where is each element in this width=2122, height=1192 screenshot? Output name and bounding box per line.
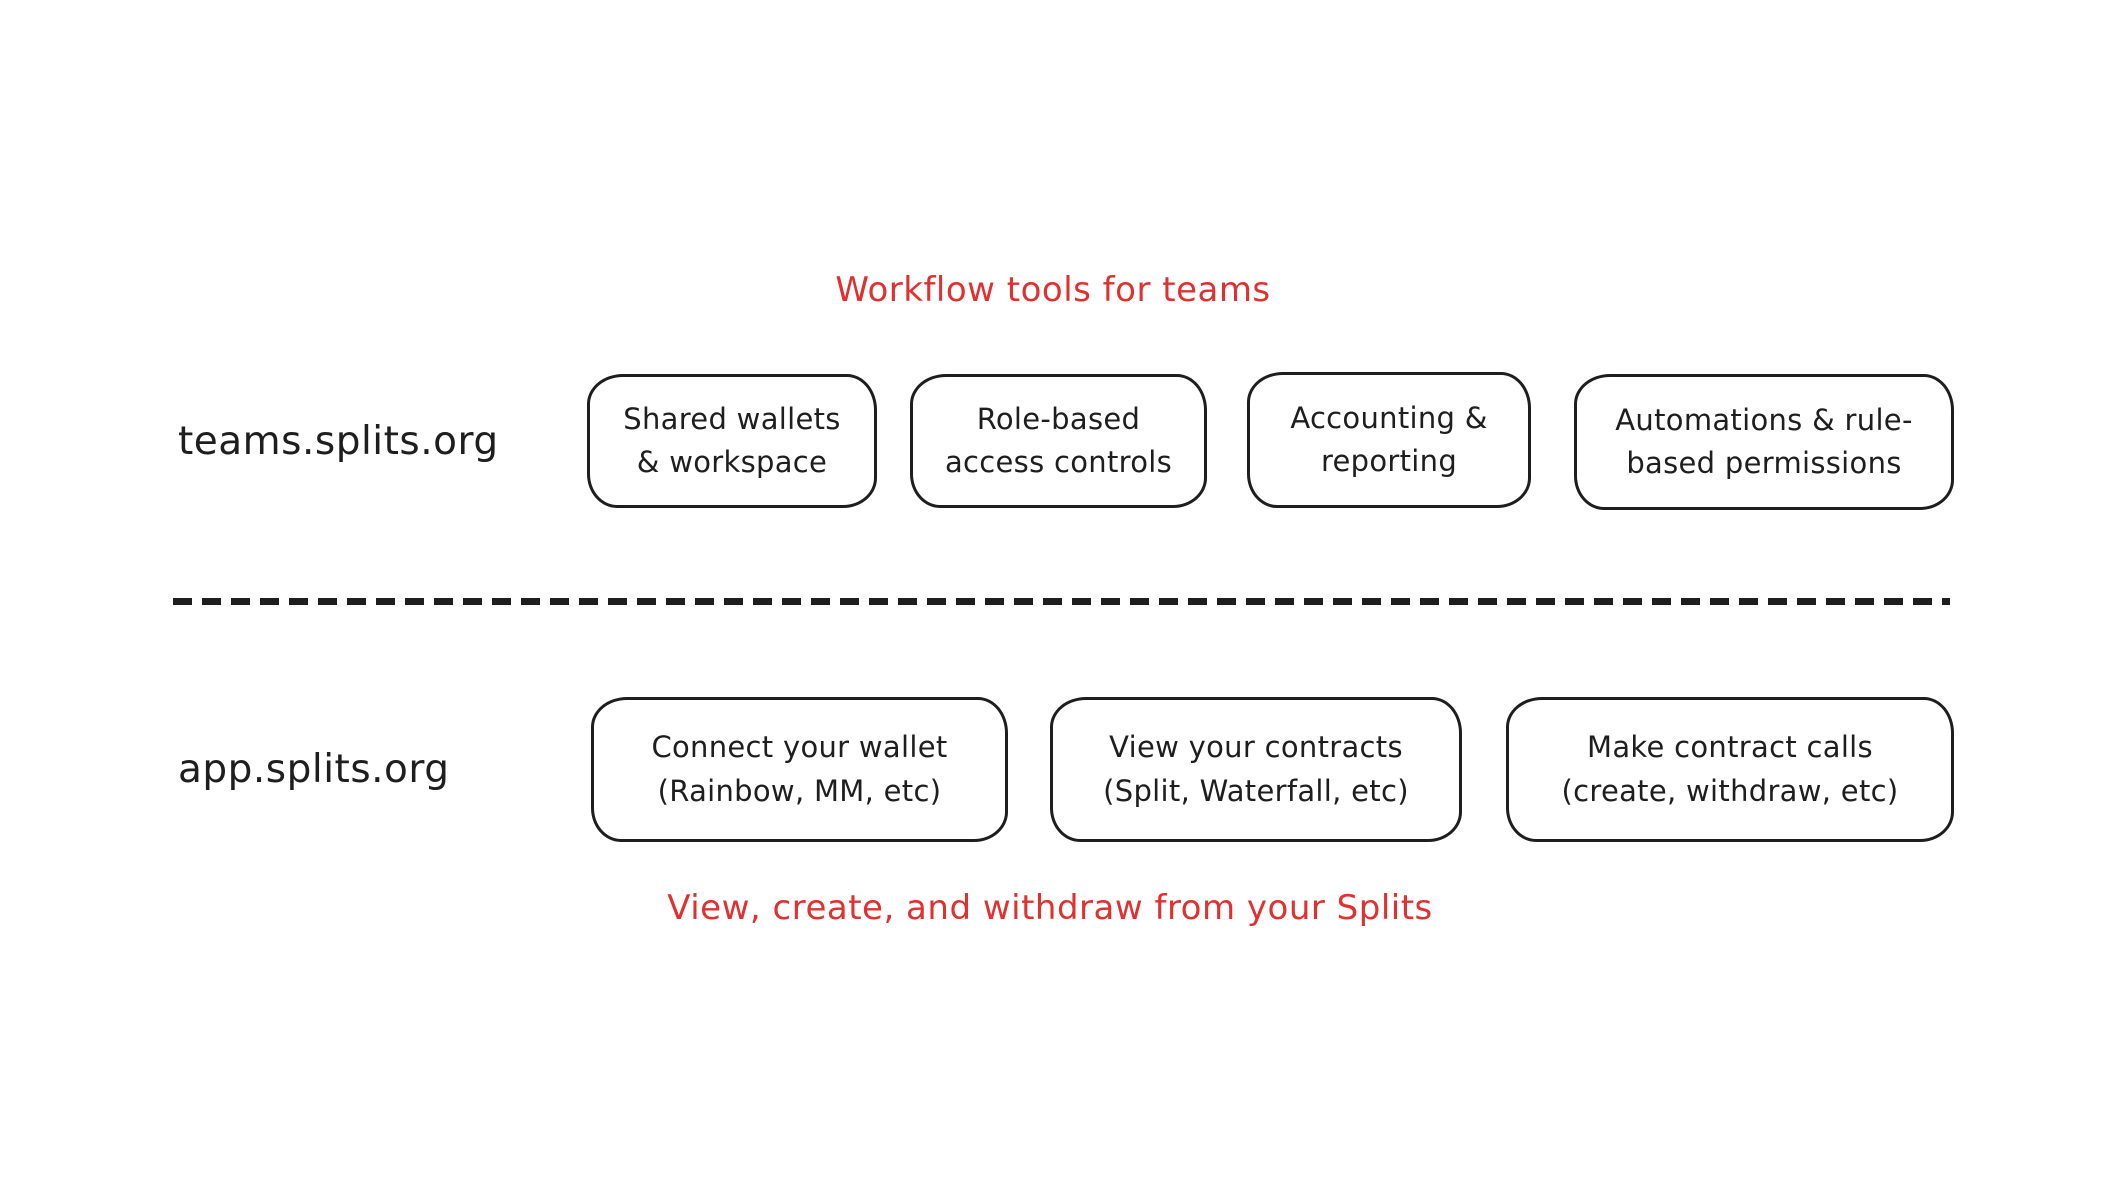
bottom-caption-view-create-withdraw: View, create, and withdraw from your Spl…	[667, 888, 1433, 928]
top-caption-workflow-tools: Workflow tools for teams	[835, 270, 1271, 310]
box-make-contract-calls: Make contract calls (create, withdraw, e…	[1506, 697, 1954, 842]
box-connect-your-wallet: Connect your wallet (Rainbow, MM, etc)	[591, 697, 1008, 842]
box-automations-rule-based-permissions: Automations & rule- based permissions	[1574, 374, 1954, 510]
box-view-your-contracts: View your contracts (Split, Waterfall, e…	[1050, 697, 1462, 842]
row-label-teams-splits-org: teams.splits.org	[178, 418, 499, 464]
box-role-based-access-controls: Role-based access controls	[910, 374, 1207, 508]
box-shared-wallets-workspace: Shared wallets & workspace	[587, 374, 877, 508]
row-label-app-splits-org: app.splits.org	[178, 747, 450, 792]
box-accounting-reporting: Accounting & reporting	[1247, 372, 1531, 508]
dashed-divider	[173, 598, 1950, 605]
